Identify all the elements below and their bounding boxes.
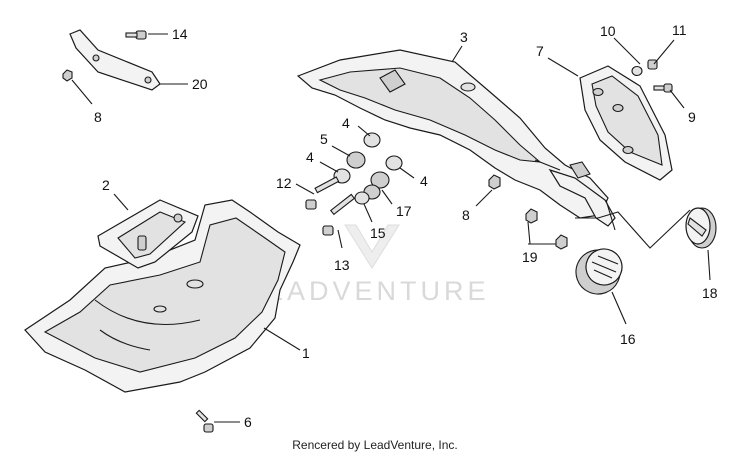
callout-4-right: 4 [420, 173, 428, 189]
callout-12: 12 [276, 175, 292, 191]
watermark-logo [344, 224, 400, 269]
callout-4-top: 4 [342, 115, 350, 131]
part-1-splash-plate [24, 199, 301, 393]
part-10-washer [631, 65, 643, 77]
callout-2: 2 [102, 177, 110, 193]
callout-15: 15 [370, 225, 386, 241]
callout-5: 5 [320, 131, 328, 147]
part-2-bracket [97, 199, 199, 269]
part-19-nuts [525, 208, 568, 250]
callout-1: 1 [302, 345, 310, 361]
tail-stay [605, 199, 616, 231]
part-18-tail-light [685, 207, 717, 249]
hardware-spacers [333, 132, 403, 205]
light-wire [575, 209, 691, 249]
leader-lines [71, 33, 711, 423]
render-credit: Rencered by LeadVenture, Inc. [292, 438, 458, 452]
part-6-screw [195, 409, 214, 433]
callout-4-left: 4 [306, 149, 314, 165]
watermark-text: LEADVENTURE [246, 276, 490, 306]
callout-10: 10 [600, 23, 616, 39]
part-8-nut-upper [62, 69, 73, 82]
callout-19: 19 [522, 249, 538, 265]
part-12-bolt [305, 176, 340, 210]
callout-7: 7 [536, 43, 544, 59]
part-3-rear-fender [296, 49, 616, 227]
callout-11: 11 [672, 22, 687, 38]
callout-20: 20 [192, 76, 208, 92]
part-7-license-plate-bracket [579, 65, 673, 181]
callout-13: 13 [334, 257, 350, 273]
part-14-bolt [125, 30, 147, 40]
part-9-bolt [653, 83, 673, 93]
part-13-bolt [322, 193, 356, 236]
callout-16: 16 [620, 331, 636, 347]
callout-6: 6 [244, 414, 252, 430]
callout-18: 18 [702, 285, 718, 301]
part-16-reflector [575, 248, 623, 295]
part-8-nut-lower [488, 174, 501, 190]
part-20-plate-strip [69, 29, 161, 91]
callout-3: 3 [460, 29, 468, 45]
callout-14: 14 [172, 26, 188, 42]
callout-8-upper: 8 [94, 109, 102, 125]
callout-9: 9 [688, 109, 696, 125]
callout-8-lower: 8 [462, 207, 470, 223]
callout-17: 17 [396, 203, 412, 219]
